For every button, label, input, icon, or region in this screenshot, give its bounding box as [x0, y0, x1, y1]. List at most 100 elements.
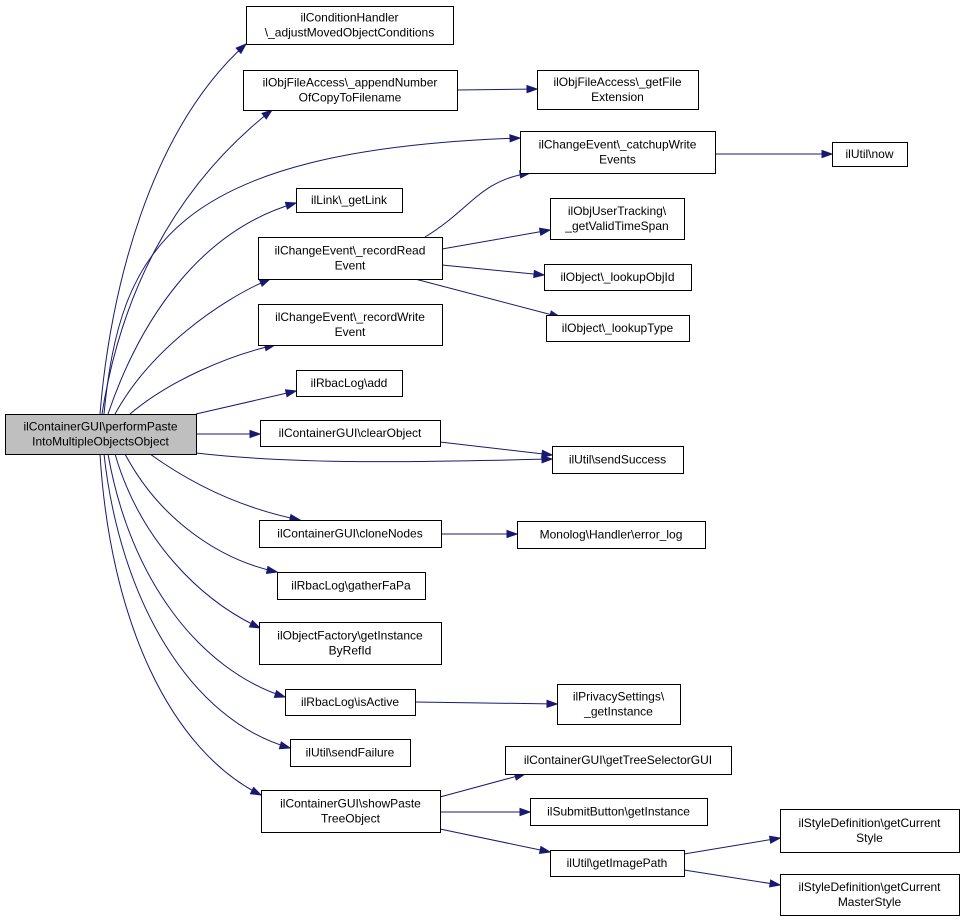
node-box	[780, 874, 960, 916]
node-validTimeSpan[interactable]: ilObjUserTracking\_getValidTimeSpan	[550, 198, 685, 240]
node-label-line: _getValidTimeSpan	[564, 219, 668, 233]
node-label-line: \_adjustMovedObjectConditions	[265, 26, 434, 40]
node-box	[550, 198, 685, 240]
arrowhead-icon	[284, 201, 298, 210]
node-root[interactable]: ilContainerGUI\performPasteIntoMultipleO…	[5, 414, 197, 455]
node-box	[517, 521, 706, 549]
node-isActive[interactable]: ilRbacLog\isActive	[285, 689, 416, 716]
node-box	[546, 315, 690, 342]
edge-showPaste-to-submitInst	[440, 807, 532, 817]
arrowhead-icon	[249, 786, 263, 796]
arrowhead-icon	[538, 845, 552, 854]
node-box	[296, 188, 403, 213]
node-submitInst[interactable]: ilSubmitButton\getInstance	[530, 798, 708, 826]
arrowhead-icon	[278, 741, 292, 750]
node-label-line: TreeObject	[321, 812, 381, 826]
edge-root-to-appendNumber	[101, 109, 274, 415]
edge-root-to-getInstanceRef	[114, 453, 262, 629]
arrowhead-icon	[533, 269, 546, 279]
node-label-line: ilObject\_lookupObjId	[560, 270, 674, 284]
edge-cloneNodes-to-errorLog	[441, 529, 519, 539]
edge-recordRead-to-validTimeSpan	[441, 227, 552, 250]
arrowhead-icon	[526, 84, 539, 94]
node-imagePath[interactable]: ilUtil\getImagePath	[550, 850, 685, 877]
edge-root-to-getLink	[107, 201, 298, 415]
edge-imagePath-to-masterStyle	[683, 869, 782, 888]
arrowhead-icon	[519, 807, 532, 817]
node-label-line: ilChangeEvent\_recordRead	[275, 244, 426, 258]
edge-root-to-rbacAdd	[195, 389, 298, 415]
node-label-line: Monolog\Handler\error_log	[540, 528, 683, 542]
node-label-line: ilRbacLog\gatherFaPa	[291, 579, 411, 593]
arrowhead-icon	[509, 134, 522, 143]
node-label-line: ilUtil\sendFailure	[306, 746, 395, 760]
node-label-line: ilContainerGUI\clearObject	[279, 426, 422, 440]
arrowhead-icon	[546, 699, 559, 709]
node-label-line: Extension	[591, 90, 644, 104]
node-utilNow[interactable]: ilUtil\now	[832, 142, 908, 167]
node-label-line: ilObjFileAccess\_appendNumber	[263, 76, 438, 90]
node-gatherFaPa[interactable]: ilRbacLog\gatherFaPa	[277, 572, 426, 600]
arrowhead-icon	[541, 449, 554, 458]
node-getLink[interactable]: ilLink\_getLink	[296, 188, 403, 213]
arrowhead-icon	[768, 879, 782, 888]
node-label-line: ilUtil\getImagePath	[567, 856, 668, 870]
arrowhead-icon	[821, 149, 834, 159]
arrowhead-icon	[284, 389, 298, 398]
node-box	[550, 850, 685, 877]
node-label-line: MasterStyle	[838, 895, 902, 909]
node-box	[530, 798, 708, 826]
node-box	[290, 739, 411, 767]
node-label-line: ilChangeEvent\_recordWrite	[275, 310, 425, 324]
node-lookupObjId[interactable]: ilObject\_lookupObjId	[544, 264, 692, 291]
node-adjustMoved[interactable]: ilConditionHandler\_adjustMovedObjectCon…	[246, 6, 454, 45]
node-box	[261, 790, 441, 833]
node-label-line: ByRefId	[329, 644, 372, 658]
node-label-line: Event	[335, 325, 366, 339]
node-label-line: Style	[856, 831, 883, 845]
arrowhead-icon	[538, 227, 552, 236]
node-label-line: ilChangeEvent\_catchupWrite	[539, 138, 697, 152]
node-box	[260, 420, 441, 447]
node-box	[246, 6, 454, 45]
node-cloneNodes[interactable]: ilContainerGUI\cloneNodes	[259, 520, 442, 548]
node-label-line: ilObjFileAccess\_getFile	[553, 75, 681, 89]
node-clearObject[interactable]: ilContainerGUI\clearObject	[260, 420, 441, 447]
node-sendFailure[interactable]: ilUtil\sendFailure	[290, 739, 411, 767]
node-box	[557, 684, 681, 725]
arrowhead-icon	[235, 42, 248, 55]
node-privacyInst[interactable]: ilPrivacySettings\_getInstance	[557, 684, 681, 725]
node-treeSelector[interactable]: ilContainerGUI\getTreeSelectorGUI	[505, 746, 732, 775]
arrowhead-icon	[273, 689, 287, 698]
node-box	[552, 446, 684, 474]
node-label-line: ilRbacLog\isActive	[301, 695, 399, 709]
arrowhead-icon	[506, 529, 519, 539]
edge-imagePath-to-currentStyle	[683, 835, 782, 855]
node-box	[520, 131, 716, 174]
node-box	[544, 264, 692, 291]
node-errorLog[interactable]: Monolog\Handler\error_log	[517, 521, 706, 549]
node-box	[832, 142, 908, 167]
node-label-line: ilPrivacySettings\	[573, 690, 665, 704]
edge-root-to-recordRead	[114, 278, 272, 415]
node-lookupType[interactable]: ilObject\_lookupType	[546, 315, 690, 342]
node-label-line: ilContainerGUI\getTreeSelectorGUI	[524, 753, 712, 767]
node-label-line: ilObjUserTracking\	[568, 204, 667, 218]
edge-recordRead-to-lookupObjId	[441, 264, 546, 279]
node-sendSuccess[interactable]: ilUtil\sendSuccess	[552, 446, 684, 474]
node-label-line: ilUtil\now	[845, 147, 893, 161]
node-appendNumber[interactable]: ilObjFileAccess\_appendNumberOfCopyToFil…	[243, 70, 458, 111]
node-label-line: ilObjectFactory\getInstance	[277, 629, 423, 643]
node-label-line: ilContainerGUI\cloneNodes	[277, 527, 422, 541]
node-rbacAdd[interactable]: ilRbacLog\add	[296, 370, 403, 397]
edge-root-to-gatherFaPa	[124, 453, 279, 574]
node-box	[259, 520, 442, 548]
